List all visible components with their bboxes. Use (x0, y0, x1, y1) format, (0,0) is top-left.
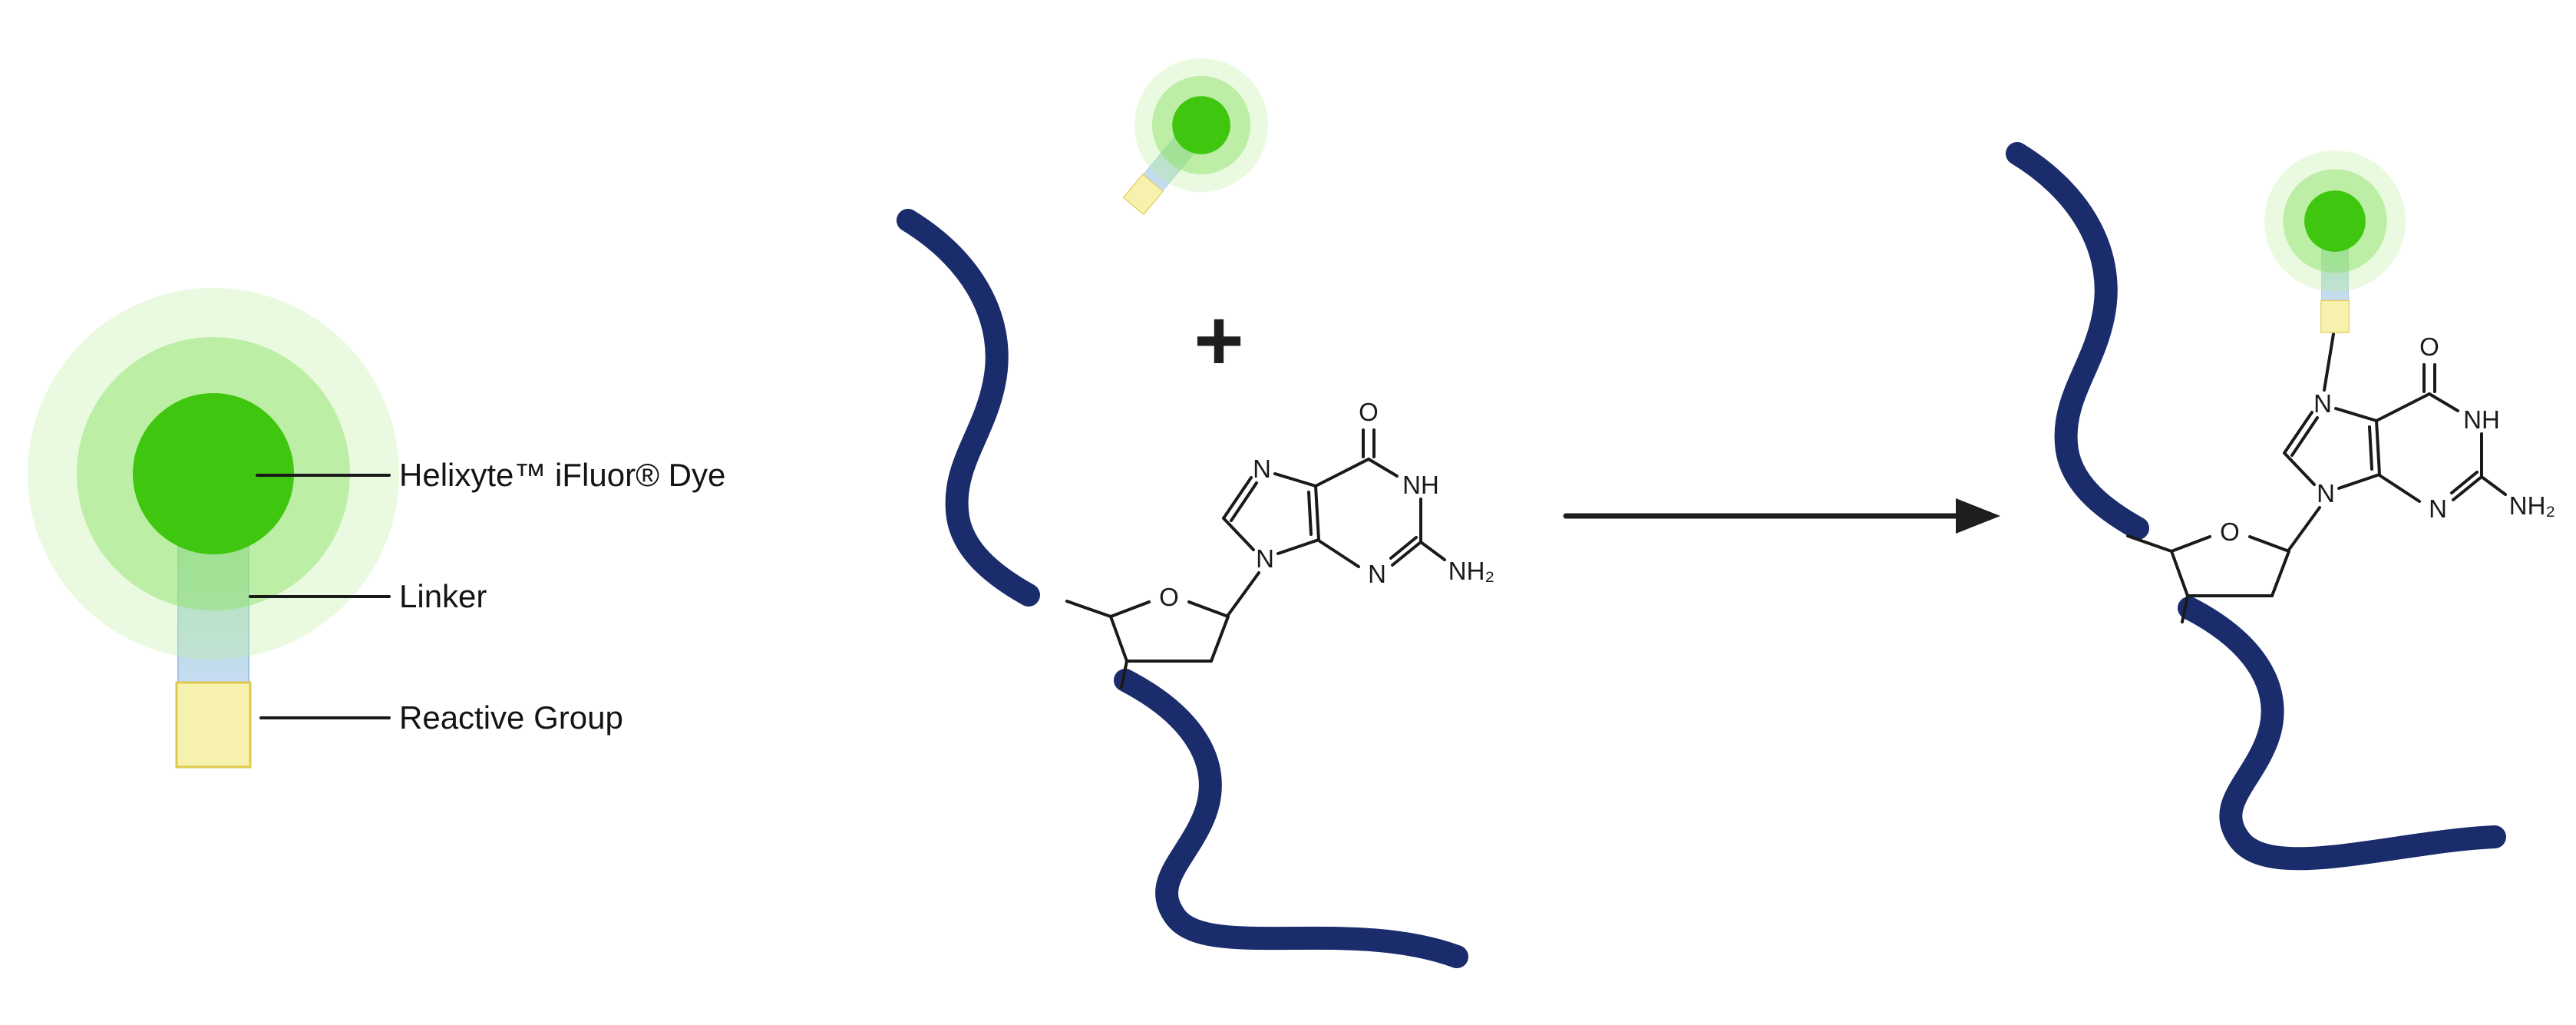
legend-label-linker: Linker (399, 578, 487, 614)
legend-dye-probe (26, 286, 401, 769)
dna-strand-lower-right (2178, 597, 2506, 871)
dna-strand-lower-left (1114, 669, 1468, 968)
arrowhead (1956, 498, 2000, 534)
plus-sign: + (1194, 293, 1243, 389)
guanine-nucleotide-labeled (2126, 331, 2558, 623)
product-section (2006, 142, 2558, 871)
legend-leader-lines (249, 474, 391, 719)
free-dye-probe (1082, 30, 1296, 250)
reactants-section: + (897, 30, 1497, 968)
attached-dye-probe (2264, 150, 2406, 333)
legend-label-dye: Helixyte™ iFluor® Dye (399, 457, 725, 493)
guanine-nucleotide-free (1065, 396, 1497, 689)
linker-attachment-bond (2323, 332, 2335, 392)
reaction-arrow (1563, 498, 2000, 534)
legend-section: Helixyte™ iFluor® Dye Linker Reactive Gr… (26, 286, 725, 769)
dna-strand-upper-left (897, 209, 1040, 607)
legend-label-reactive-group: Reactive Group (399, 699, 623, 736)
dna-strand-upper-right (2006, 142, 2149, 540)
